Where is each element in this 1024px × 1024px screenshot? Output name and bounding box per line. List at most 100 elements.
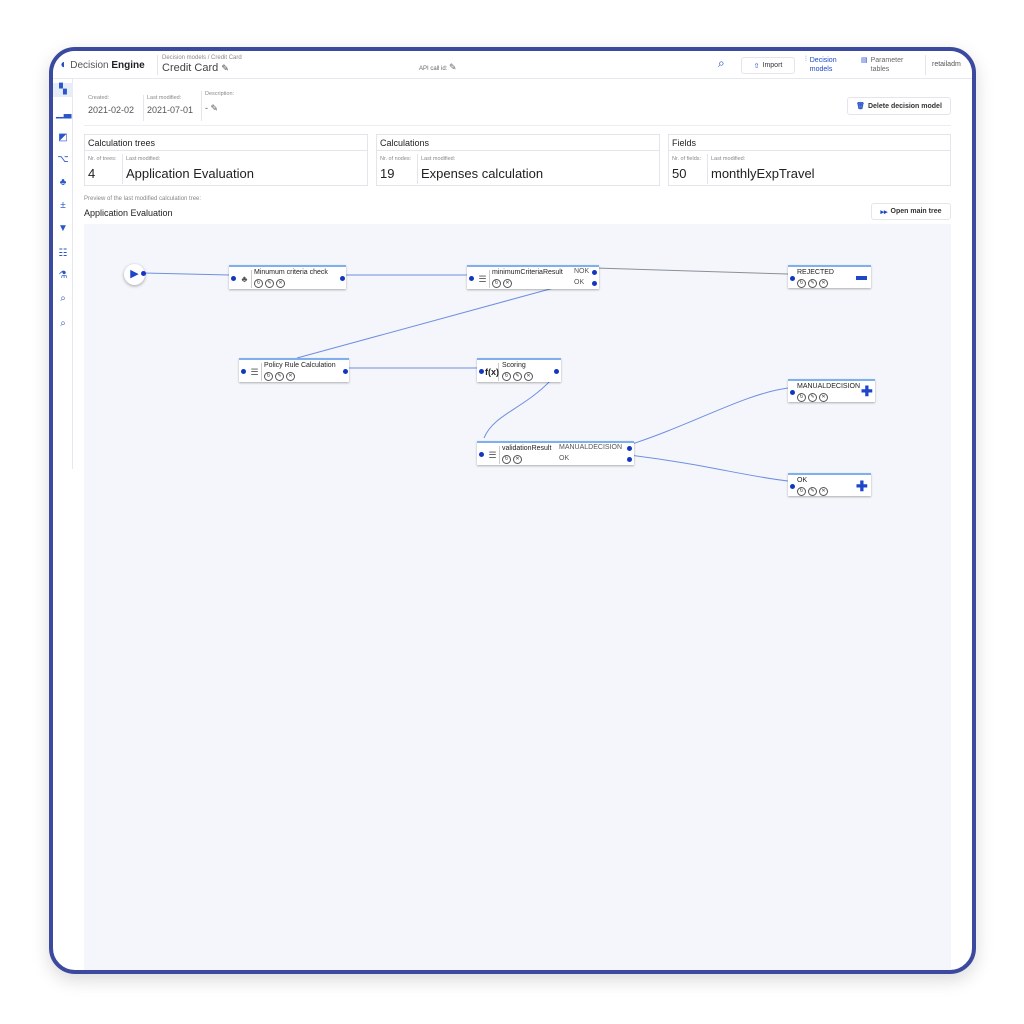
node-ok[interactable]: OK ↻✎✕ ✚ xyxy=(788,473,871,496)
output-label: OK xyxy=(574,279,585,286)
description-label: Description: xyxy=(205,91,235,97)
breadcrumb: Decision models / Credit Card xyxy=(162,55,242,61)
port-dot xyxy=(141,271,146,276)
user-menu[interactable]: retailadm xyxy=(932,61,961,68)
nav-parameter-tables-label: Parameter tables xyxy=(870,57,904,73)
filter-icon[interactable]: ▼ xyxy=(58,223,68,234)
input-port xyxy=(231,276,236,281)
node-minimum-criteria-result[interactable]: ☰ minimumCriteriaResult ↻✕ NOK OK xyxy=(467,265,599,289)
node-rejected[interactable]: REJECTED ↻✎✕ xyxy=(788,265,871,288)
edit-icon[interactable]: ✎ xyxy=(808,393,817,402)
tree-icon[interactable]: ♣ xyxy=(59,177,67,188)
breadcrumb-current: Credit Card xyxy=(211,55,242,61)
node-validation-result[interactable]: ☰ validationResult ↻✕ MANUALDECISION OK xyxy=(477,441,634,465)
breadcrumb-sep: / xyxy=(207,55,210,61)
edit-icon[interactable]: ✎ xyxy=(275,372,284,381)
table-icon: ▤ xyxy=(861,57,868,64)
card-fields[interactable]: Fields Nr. of fields: 50 Last modified: … xyxy=(668,134,951,186)
created-label: Created: xyxy=(88,95,110,101)
refresh-icon[interactable]: ↻ xyxy=(502,455,511,464)
edit-api-icon[interactable]: ✎ xyxy=(449,62,457,72)
delete-icon[interactable]: ✕ xyxy=(524,372,533,381)
count-label: Nr. of nodes: xyxy=(380,156,412,162)
search-icon[interactable]: ⌕ xyxy=(60,293,66,304)
output-port xyxy=(627,457,632,462)
breadcrumb-decision-models[interactable]: Decision models xyxy=(162,55,207,61)
delete-icon[interactable]: ✕ xyxy=(819,393,828,402)
output-label: NOK xyxy=(574,268,590,275)
table-grid-icon[interactable]: ☷ xyxy=(58,248,68,259)
refresh-icon[interactable]: ↻ xyxy=(264,372,273,381)
rules-icon: ☰ xyxy=(248,363,262,381)
open-main-tree-label: Open main tree xyxy=(890,208,942,215)
test-icon[interactable]: ⚗ xyxy=(58,270,68,281)
app-logo: ◖Decision Engine xyxy=(59,57,145,71)
tree-canvas[interactable]: ▶ ♣ Minumum criteria check ↻✎✕ ☰ minimum… xyxy=(84,224,951,970)
node-label: minimumCriteriaResult xyxy=(492,269,563,276)
open-main-tree-button[interactable]: ▸▸Open main tree xyxy=(871,203,951,220)
input-port xyxy=(790,276,795,281)
edit-description-icon[interactable]: ✎ xyxy=(210,103,219,113)
top-bar: ◖Decision Engine Decision models / Credi… xyxy=(53,51,972,79)
chart-icon[interactable]: ▁▃ xyxy=(56,108,72,119)
divider xyxy=(84,125,951,126)
description: Description:- ✎ xyxy=(205,91,234,114)
calculation-icon[interactable]: ± xyxy=(60,200,66,211)
divider xyxy=(122,154,123,184)
nav-decision-models[interactable]: ⫶Decision models xyxy=(805,56,855,74)
delete-decision-model-button[interactable]: 🗑Delete decision model xyxy=(847,97,951,115)
output-port xyxy=(627,446,632,451)
refresh-icon[interactable]: ↻ xyxy=(502,372,511,381)
edit-title-icon[interactable]: ✎ xyxy=(221,63,229,73)
flow-icon[interactable]: ⌥ xyxy=(57,154,69,165)
logo-icon: ◖ xyxy=(59,57,67,71)
count-value: 4 xyxy=(88,166,96,181)
refresh-icon[interactable]: ↻ xyxy=(797,487,806,496)
refresh-icon[interactable]: ↻ xyxy=(797,393,806,402)
start-node-play-icon[interactable]: ▶ xyxy=(124,264,145,285)
node-label: validationResult xyxy=(502,445,552,452)
modified-label: Last modified: xyxy=(421,156,456,162)
node-label: MANUALDECISION xyxy=(797,383,861,390)
count-label: Nr. of fields: xyxy=(672,156,702,162)
delete-icon[interactable]: ✕ xyxy=(503,279,512,288)
nav-parameter-tables[interactable]: ▤Parameter tables xyxy=(861,56,919,74)
refresh-icon[interactable]: ↻ xyxy=(492,279,501,288)
node-scoring[interactable]: f(x) Scoring ↻✎✕ xyxy=(477,358,561,382)
divider xyxy=(201,91,202,121)
upload-icon: ⇧ xyxy=(753,62,760,70)
output-port xyxy=(340,276,345,281)
edit-icon[interactable]: ✎ xyxy=(265,279,274,288)
search-icon[interactable]: ⌕ xyxy=(718,56,725,70)
import-button[interactable]: ⇧Import xyxy=(741,57,795,74)
delete-label: Delete decision model xyxy=(867,102,942,110)
tree-icon: ♣ xyxy=(238,270,252,288)
divider xyxy=(157,55,158,75)
refresh-icon[interactable]: ↻ xyxy=(797,279,806,288)
delete-icon[interactable]: ✕ xyxy=(276,279,285,288)
refresh-icon[interactable]: ↻ xyxy=(254,279,263,288)
divider xyxy=(143,95,144,121)
delete-icon[interactable]: ✕ xyxy=(513,455,522,464)
node-minimum-criteria-check[interactable]: ♣ Minumum criteria check ↻✎✕ xyxy=(229,265,346,289)
node-policy-rule-calculation[interactable]: ☰ Policy Rule Calculation ↻✎✕ xyxy=(239,358,349,382)
delete-icon[interactable]: ✕ xyxy=(819,279,828,288)
edit-icon[interactable]: ✎ xyxy=(808,487,817,496)
card-calculations[interactable]: Calculations Nr. of nodes: 19 Last modif… xyxy=(376,134,660,186)
edit-icon[interactable]: ✎ xyxy=(808,279,817,288)
dashboard-icon[interactable]: ▚ xyxy=(53,83,73,97)
delete-icon[interactable]: ✕ xyxy=(286,372,295,381)
modified-value: 2021-07-01 xyxy=(147,105,194,115)
delete-icon[interactable]: ✕ xyxy=(819,487,828,496)
edit-icon[interactable]: ✎ xyxy=(513,372,522,381)
card-calculation-trees[interactable]: Calculation trees Nr. of trees: 4 Last m… xyxy=(84,134,368,186)
search-detail-icon[interactable]: ⌕ xyxy=(60,318,66,329)
divider xyxy=(925,55,926,75)
card-title: Calculation trees xyxy=(85,135,367,151)
shapes-icon[interactable]: ◩ xyxy=(58,132,68,143)
decision-models-icon: ⫶ xyxy=(805,56,807,63)
output-label: OK xyxy=(559,455,570,462)
node-manual-decision[interactable]: MANUALDECISION ↻✎✕ ✚ xyxy=(788,379,875,402)
edge xyxy=(483,378,553,439)
card-title: Calculations xyxy=(377,135,659,151)
